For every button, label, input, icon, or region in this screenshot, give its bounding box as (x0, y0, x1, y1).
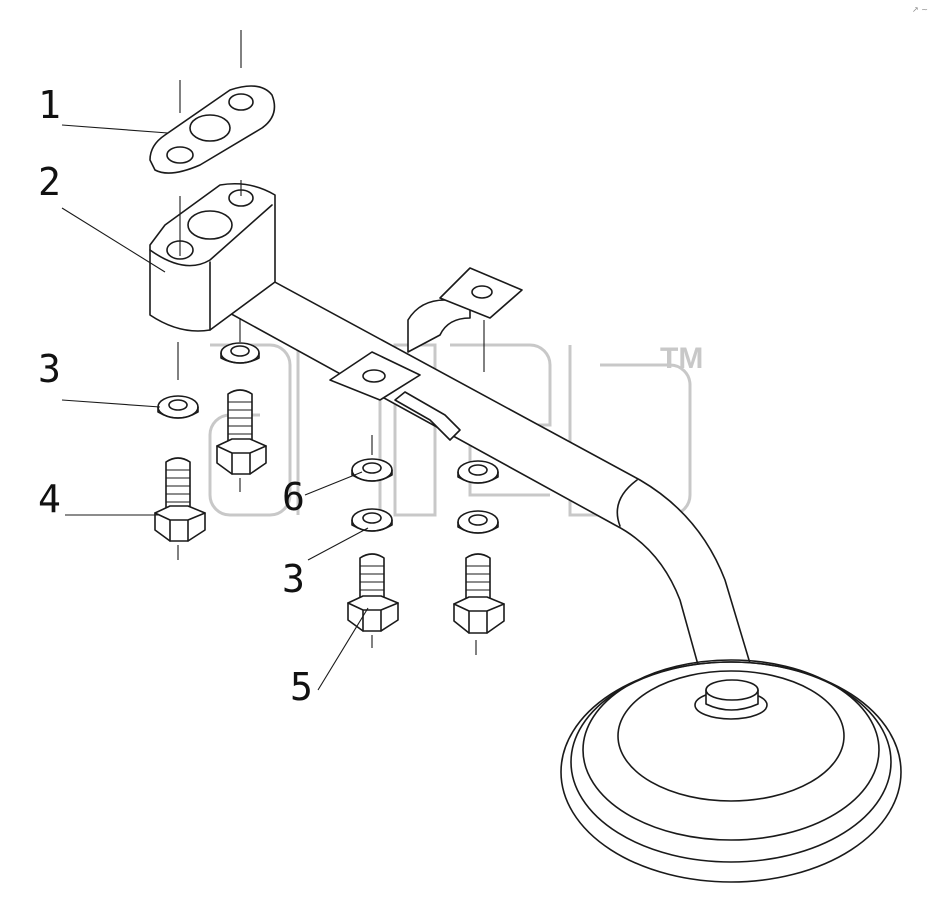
pipe-support-bracket (329, 267, 523, 441)
part-label-2: 2 (38, 160, 61, 204)
spring-washer (220, 342, 260, 364)
washers (157, 342, 499, 534)
bolts (154, 389, 505, 634)
hex-bolt (347, 553, 399, 632)
hex-bolt (453, 553, 505, 634)
part-label-4: 4 (38, 477, 61, 521)
corner-mark: ↗ ~ (912, 5, 928, 14)
part-labels: 1 2 3 4 6 3 5 (38, 83, 313, 709)
part-label-5: 5 (290, 665, 313, 709)
spring-washer (351, 508, 393, 532)
part-label-3b: 3 (282, 557, 305, 601)
part-label-1: 1 (38, 83, 61, 127)
gasket (149, 85, 276, 174)
part-label-6: 6 (282, 475, 305, 519)
flat-washer (351, 458, 393, 482)
hex-bolt (154, 457, 206, 542)
hex-bolt (216, 389, 267, 475)
trademark-symbol: TM (660, 342, 703, 375)
oil-suction-pipe (209, 252, 902, 883)
part-label-3: 3 (38, 347, 61, 391)
center-lines (177, 30, 485, 655)
leader-lines (61, 124, 369, 691)
spring-washer (457, 510, 499, 534)
flat-washer (457, 460, 499, 484)
spring-washer (157, 395, 199, 419)
